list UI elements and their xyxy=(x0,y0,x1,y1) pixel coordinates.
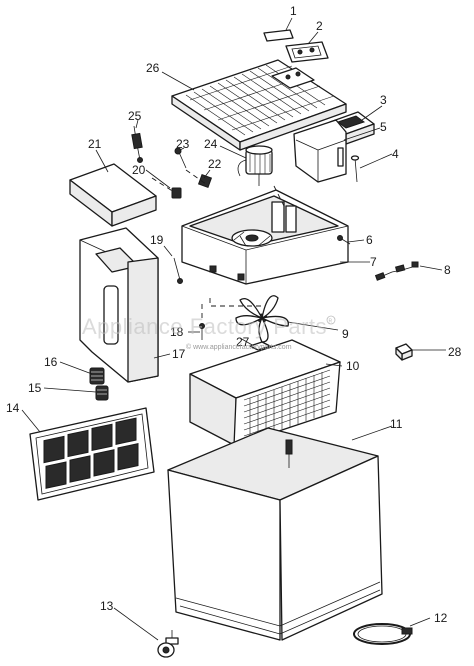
registered-mark-icon: R xyxy=(326,315,336,325)
part-21-foam-pad xyxy=(69,163,157,227)
callout-4: 4 xyxy=(392,147,399,161)
part-17-filter-frame xyxy=(79,227,159,383)
callout-19: 19 xyxy=(150,233,164,247)
callout-8: 8 xyxy=(444,263,451,277)
part-2-control-panel xyxy=(285,41,329,63)
part-18-screw xyxy=(199,323,205,340)
callout-3: 3 xyxy=(380,93,387,107)
part-20-clip xyxy=(171,187,182,199)
part-22-nut xyxy=(197,173,213,189)
part-25-switch-wire xyxy=(131,125,143,163)
callout-11: 11 xyxy=(390,417,403,431)
callout-10: 10 xyxy=(346,359,360,373)
callout-15: 15 xyxy=(28,381,42,395)
part-11-water-tank xyxy=(167,427,383,641)
part-13-caster xyxy=(157,630,179,658)
part-10-wick-filter xyxy=(189,339,341,447)
watermark-url: © www.appliancefactoryparts.com xyxy=(186,343,292,351)
callout-1: 1 xyxy=(290,4,297,18)
callouts: 1 2 3 4 5 6 7 8 9 10 11 12 13 14 15 16 1… xyxy=(6,4,462,625)
callout-12: 12 xyxy=(434,611,448,625)
callout-23: 23 xyxy=(176,137,190,151)
callout-17: 17 xyxy=(172,347,186,361)
callout-24: 24 xyxy=(204,137,218,151)
callout-7: 7 xyxy=(370,255,377,269)
part-5-float-bracket xyxy=(293,119,347,183)
part-8-wire-harness xyxy=(374,261,419,281)
part-16-spring xyxy=(89,367,105,385)
callout-6: 6 xyxy=(366,233,373,247)
assembly-lines xyxy=(151,169,287,318)
part-19-screw xyxy=(173,257,183,284)
callout-16: 16 xyxy=(44,355,58,369)
callout-25: 25 xyxy=(128,109,142,123)
callout-9: 9 xyxy=(342,327,349,341)
part-24-fan-motor xyxy=(237,145,273,186)
part-1-label xyxy=(263,29,294,42)
callout-20: 20 xyxy=(132,163,146,177)
callout-14: 14 xyxy=(6,401,20,415)
watermark-brand: Appliance Factory Parts xyxy=(82,314,327,339)
part-15-spring xyxy=(95,385,109,401)
part-28-block xyxy=(395,343,413,361)
part-7-fan-housing xyxy=(181,189,349,285)
leader-lines xyxy=(21,17,446,641)
part-23-screw xyxy=(174,147,187,169)
callout-28: 28 xyxy=(448,345,462,359)
callout-13: 13 xyxy=(100,599,114,613)
callout-22: 22 xyxy=(208,157,222,171)
part-14-prefilter xyxy=(29,407,155,501)
callout-5: 5 xyxy=(380,120,387,134)
svg-text:R: R xyxy=(329,319,333,325)
callout-21: 21 xyxy=(88,137,102,151)
callout-26: 26 xyxy=(146,61,160,75)
callout-18: 18 xyxy=(170,325,184,339)
part-6-screw xyxy=(337,235,351,245)
part-26-top-grille xyxy=(171,59,347,151)
part-27-clip xyxy=(249,341,271,351)
part-12-power-cord xyxy=(353,623,413,645)
callout-27: 27 xyxy=(236,335,250,349)
callout-2: 2 xyxy=(316,19,323,33)
watermark: Appliance Factory Parts © www.appliancef… xyxy=(82,314,336,351)
part-4-screw xyxy=(350,155,360,183)
